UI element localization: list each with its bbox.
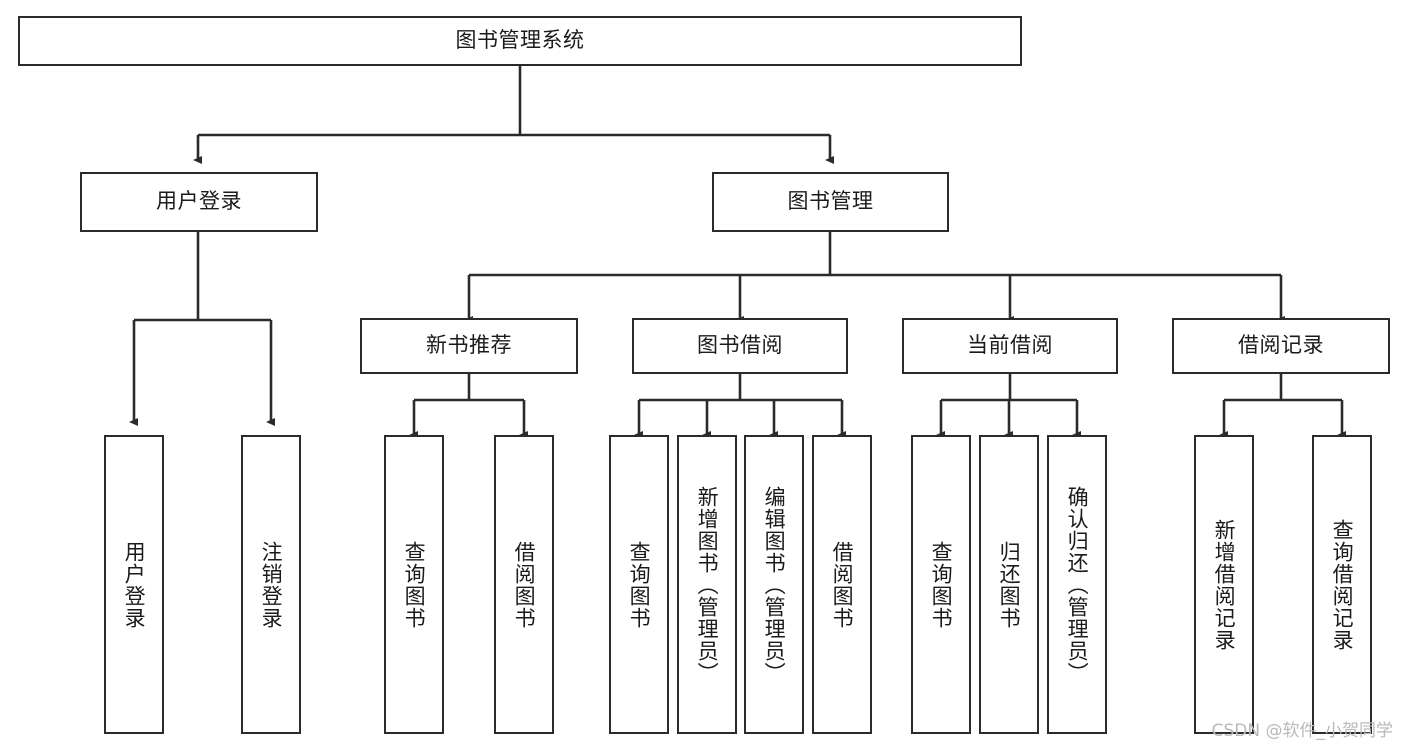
node-leaf-user-logout-label: 注销登录 — [259, 540, 284, 629]
node-leaf-query-book-2-label: 查询图书 — [627, 540, 652, 629]
node-book-borrow[interactable]: 图书借阅 — [632, 318, 848, 374]
watermark-text: CSDN @软件_小贺同学 — [1211, 721, 1393, 741]
node-root[interactable]: 图书管理系统 — [18, 16, 1022, 66]
node-leaf-user-login-label: 用户登录 — [122, 540, 147, 629]
node-leaf-confirm-return-label: 确认归还（管理员） — [1065, 485, 1090, 684]
node-leaf-return-book-label: 归还图书 — [997, 540, 1022, 629]
node-leaf-edit-book[interactable]: 编辑图书（管理员） — [744, 435, 804, 734]
node-leaf-add-book-label: 新增图书（管理员） — [695, 485, 720, 684]
node-leaf-add-book[interactable]: 新增图书（管理员） — [677, 435, 737, 734]
node-leaf-return-book[interactable]: 归还图书 — [979, 435, 1039, 734]
node-current-borrow-label: 当前借阅 — [967, 333, 1053, 358]
node-book-manage-label: 图书管理 — [787, 189, 874, 214]
node-borrow-record-label: 借阅记录 — [1238, 333, 1324, 358]
node-leaf-query-book-2[interactable]: 查询图书 — [609, 435, 669, 734]
node-leaf-query-record[interactable]: 查询借阅记录 — [1312, 435, 1372, 734]
node-leaf-query-book-1[interactable]: 查询图书 — [384, 435, 444, 734]
node-leaf-query-book-1-label: 查询图书 — [402, 540, 427, 629]
node-leaf-add-record[interactable]: 新增借阅记录 — [1194, 435, 1254, 734]
node-leaf-borrow-book-2[interactable]: 借阅图书 — [812, 435, 872, 734]
node-leaf-query-book-3-label: 查询图书 — [929, 540, 954, 629]
node-user-login[interactable]: 用户登录 — [80, 172, 318, 232]
node-leaf-add-record-label: 新增借阅记录 — [1212, 518, 1237, 651]
node-leaf-borrow-book-2-label: 借阅图书 — [830, 540, 855, 629]
node-book-manage[interactable]: 图书管理 — [712, 172, 949, 232]
node-root-label: 图书管理系统 — [455, 28, 585, 53]
node-book-borrow-label: 图书借阅 — [697, 333, 783, 358]
node-leaf-borrow-book-1[interactable]: 借阅图书 — [494, 435, 554, 734]
node-leaf-confirm-return[interactable]: 确认归还（管理员） — [1047, 435, 1107, 734]
node-leaf-borrow-book-1-label: 借阅图书 — [512, 540, 537, 629]
node-new-book-recommend[interactable]: 新书推荐 — [360, 318, 578, 374]
node-leaf-edit-book-label: 编辑图书（管理员） — [762, 485, 787, 684]
node-new-book-recommend-label: 新书推荐 — [426, 333, 512, 358]
node-leaf-query-record-label: 查询借阅记录 — [1330, 518, 1355, 651]
node-borrow-record[interactable]: 借阅记录 — [1172, 318, 1390, 374]
node-leaf-user-login[interactable]: 用户登录 — [104, 435, 164, 734]
node-leaf-query-book-3[interactable]: 查询图书 — [911, 435, 971, 734]
node-user-login-label: 用户登录 — [156, 189, 242, 214]
node-current-borrow[interactable]: 当前借阅 — [902, 318, 1118, 374]
node-leaf-user-logout[interactable]: 注销登录 — [241, 435, 301, 734]
